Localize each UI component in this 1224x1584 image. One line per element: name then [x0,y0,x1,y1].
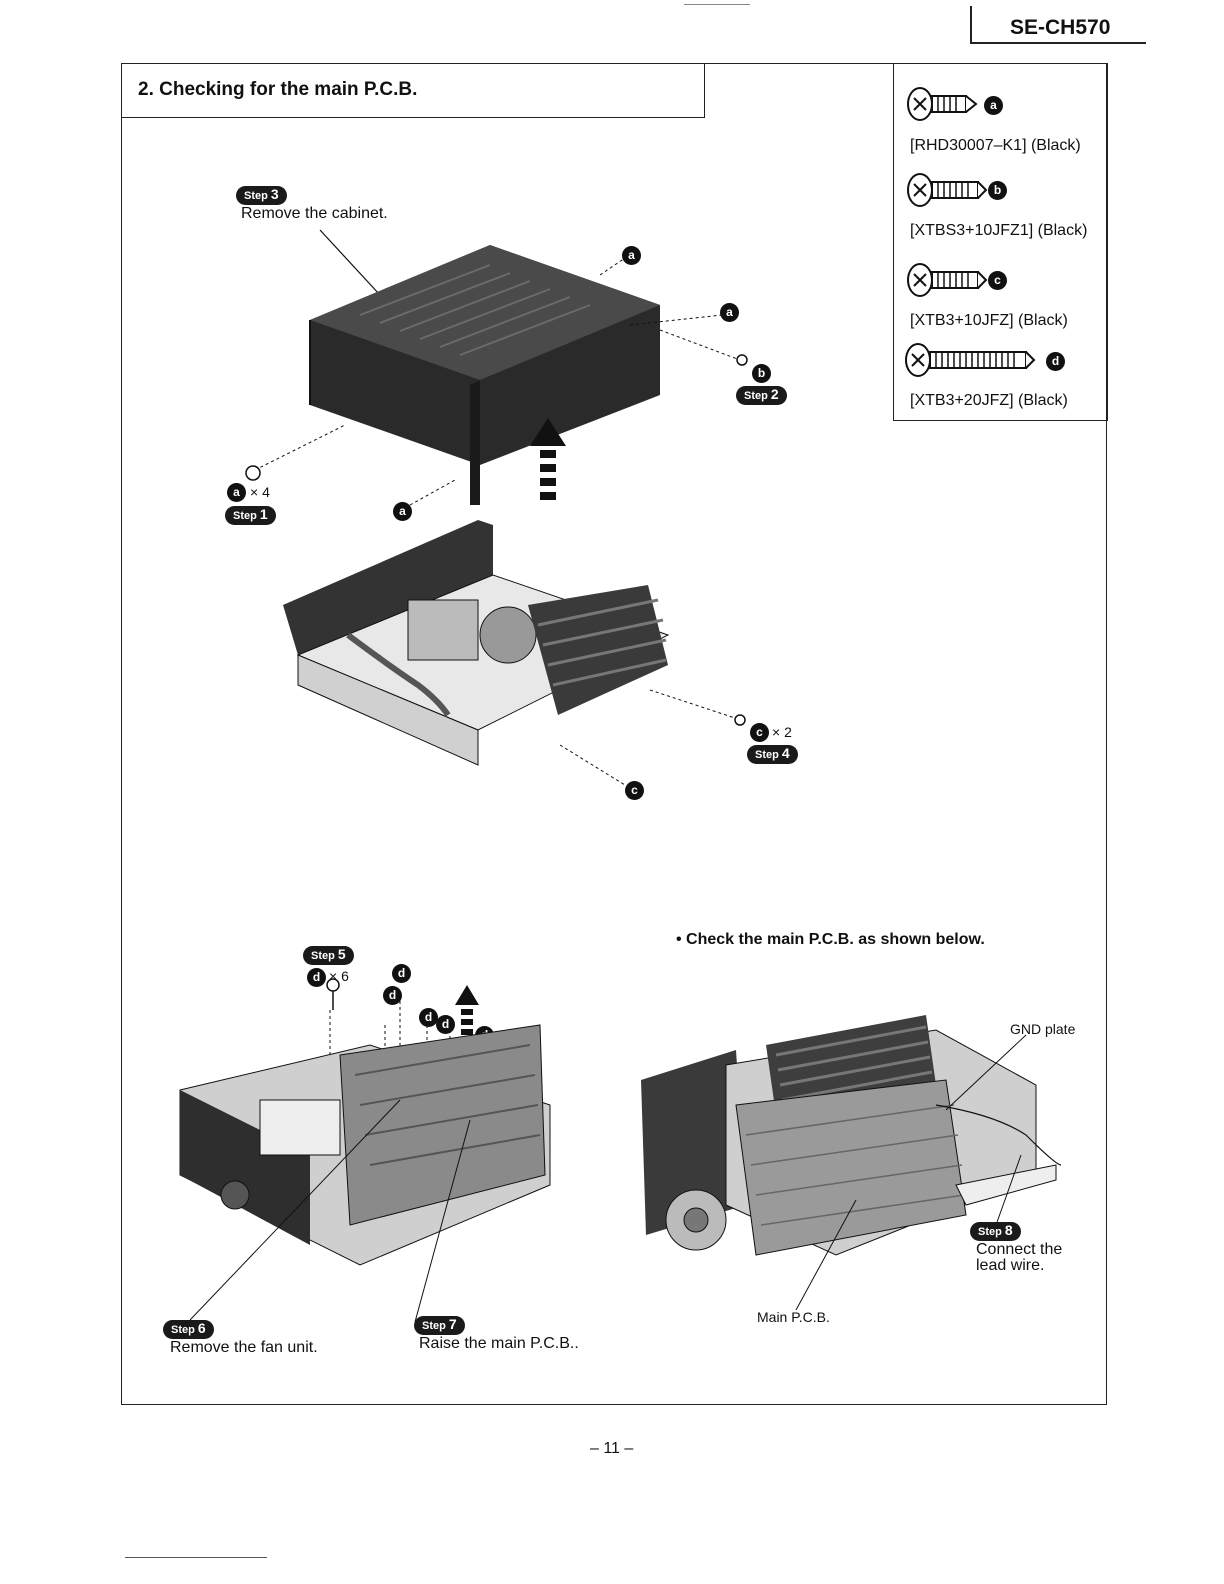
callout-a-right: a [720,303,739,322]
step-7-badge: Step 7 [414,1316,465,1335]
legend-letter-a: a [984,96,1003,115]
step-5-badge: Step 5 [303,946,354,965]
callout-a-top: a [622,246,641,265]
step-8-caption-line2: lead wire. [976,1257,1045,1274]
check-instruction: • Check the main P.C.B. as shown below. [676,931,985,948]
screw-d-icon [905,343,1036,377]
lift-arrow-icon [530,418,566,500]
legend-letter-d: d [1046,352,1065,371]
pcb-raise-illustration [179,978,551,1323]
step-7-caption: Raise the main P.C.B.. [419,1335,579,1352]
step-6-badge: Step 6 [163,1320,214,1339]
step-8-badge: Step 8 [970,1222,1021,1241]
step-1-badge: Step 1 [225,506,276,525]
callout-a-left: a [227,483,246,502]
lift-arrow-small-icon [455,985,479,1035]
callout-d-4: d [436,1015,455,1034]
callout-c-bottom: c [625,781,644,800]
step-3-caption: Remove the cabinet. [241,205,388,222]
count-c-x2: × 2 [772,724,792,740]
callout-d-2: d [383,986,402,1005]
main-pcb-label: Main P.C.B. [757,1309,830,1325]
step-6-caption: Remove the fan unit. [170,1339,318,1356]
legend-code-d: [XTB3+20JFZ] (Black) [910,392,1068,409]
chassis-illustration [283,520,670,766]
gnd-plate-label: GND plate [1010,1021,1076,1037]
step-8-caption-line1: Connect the [976,1241,1063,1258]
callout-d-count: d [307,968,326,987]
callout-c-right: c [750,723,769,742]
footer-rule [125,1557,267,1558]
legend-code-a: [RHD30007–K1] (Black) [910,137,1081,154]
section-title: 2. Checking for the main P.C.B. [138,79,418,100]
legend-code-b: [XTBS3+10JFZ1] (Black) [910,222,1088,239]
screw-legend [893,63,1108,421]
count-a-x4: × 4 [250,484,270,500]
callout-d-1: d [392,964,411,983]
callout-a-bottom: a [393,502,412,521]
callout-d-3: d [419,1008,438,1027]
page-number: – 11 – [590,1440,634,1457]
screw-a-icon [907,87,978,121]
model-number: SE-CH570 [1010,16,1111,39]
cabinet-illustration [309,229,660,505]
model-rule-horizontal [970,42,1146,44]
model-rule-vertical [970,6,972,44]
callout-b: b [752,364,771,383]
step-3-badge: Step 3 [236,186,287,205]
legend-letter-b: b [988,181,1007,200]
step-2-badge: Step 2 [736,386,787,405]
legend-code-c: [XTB3+10JFZ] (Black) [910,312,1068,329]
top-rule [684,4,750,5]
pcb-check-illustration [641,1015,1062,1311]
section-title-box [121,63,705,118]
legend-letter-c: c [988,271,1007,290]
screw-c-icon [907,263,988,297]
step-4-badge: Step 4 [747,745,798,764]
screw-b-icon [907,173,988,207]
